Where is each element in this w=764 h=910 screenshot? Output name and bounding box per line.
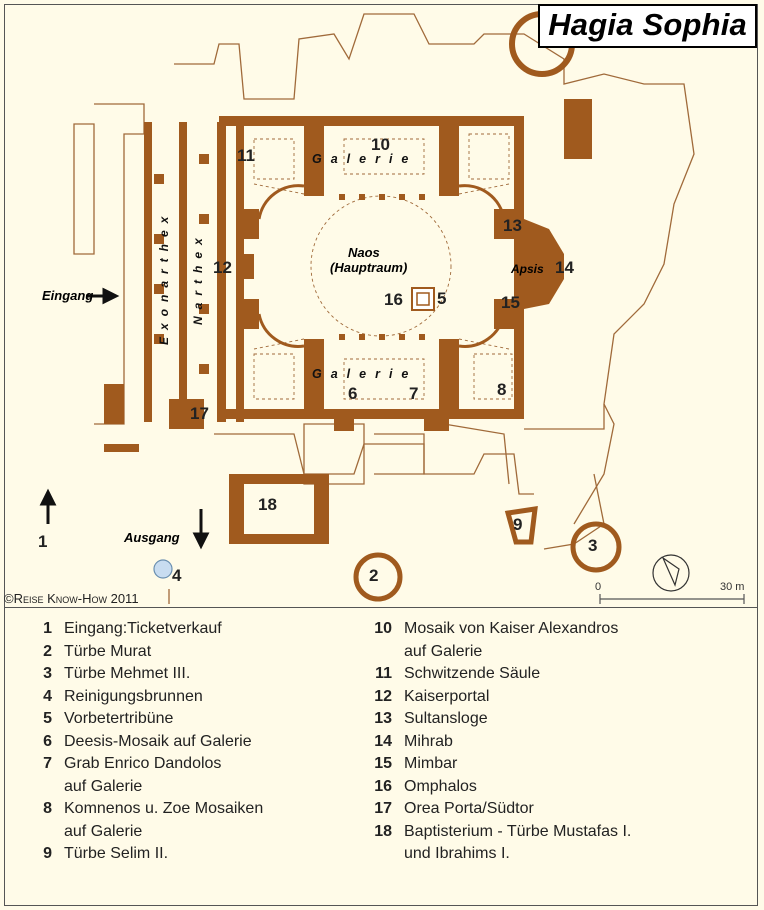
label-galerie-north: Galerie: [312, 152, 418, 166]
marker-13: 13: [503, 216, 522, 235]
legend-item-number: 12: [374, 687, 392, 705]
marker-10: 10: [371, 135, 390, 154]
marker-5: 5: [437, 289, 447, 308]
legend-item-text: Sultansloge: [404, 710, 488, 727]
label-naos: Naos: [348, 245, 380, 260]
legend-item-number: 15: [374, 755, 392, 772]
marker-4: 4: [172, 566, 182, 585]
legend-item: 18 Baptisterium - Türbe Mustafas I. und I…: [360, 821, 631, 866]
legend-item-number: 8: [43, 800, 52, 817]
legend-item-number: 3: [43, 665, 52, 682]
marker-9: 9: [513, 515, 523, 534]
legend-item-text: Eingang:Ticketverkauf: [64, 620, 222, 637]
legend-right-column: 10 Mosaik von Kaiser Alexandros auf Galer…: [360, 618, 631, 866]
legend-item-text: Reinigungsbrunnen: [64, 687, 203, 705]
legend-item: 1 Eingang:Ticketverkauf: [20, 618, 263, 641]
legend-item: 5 Vorbetertribüne: [20, 708, 263, 731]
legend-item-number: 13: [374, 710, 392, 727]
legend-item-text: Türbe Murat: [64, 642, 152, 660]
marker-3: 3: [588, 536, 598, 555]
legend-item-text: Mihrab: [404, 732, 453, 750]
legend-item: 8 Komnenos u. Zoe Mosaiken auf Galerie: [20, 798, 263, 843]
marker-8: 8: [497, 380, 507, 399]
legend-item: 17 Orea Porta/Südtor: [360, 798, 631, 821]
legend-item-text: Mimbar: [404, 755, 458, 772]
legend-item: 4 Reinigungsbrunnen: [20, 686, 263, 709]
marker-16: 16: [384, 290, 403, 309]
copyright-year: 2011: [110, 591, 139, 606]
legend-item: 16 Omphalos: [360, 776, 631, 799]
label-narthex: Narthex: [191, 231, 205, 325]
legend-item-number: 4: [43, 687, 52, 705]
legend-item-text: Orea Porta/Südtor: [404, 800, 534, 817]
marker-17: 17: [190, 404, 209, 423]
legend-item-number: 2: [43, 642, 52, 660]
legend-item-text: Vorbetertribüne: [64, 710, 174, 727]
legend-item: 12 Kaiserportal: [360, 686, 631, 709]
legend-item-number: 7: [43, 755, 52, 772]
legend-item: 9 Türbe Selim II.: [20, 843, 263, 866]
copyright: ©Reise Know-How 2011: [4, 591, 139, 606]
legend-item-number: 11: [375, 665, 392, 682]
label-ausgang: Ausgang: [124, 530, 180, 545]
marker-6: 6: [348, 384, 358, 403]
map-frame: [4, 4, 758, 906]
legend-item: 6 Deesis-Mosaik auf Galerie: [20, 731, 263, 754]
legend-item-text: Grab Enrico Dandolos auf Galerie: [64, 755, 222, 795]
legend-item-number: 10: [374, 620, 392, 637]
legend-item-number: 14: [374, 732, 392, 750]
legend-item-text: Baptisterium - Türbe Mustafas I. und Ibr…: [404, 822, 632, 863]
legend-item: 2 Türbe Murat: [20, 641, 263, 664]
floor-plan: [39, 11, 745, 604]
copyright-holder: ©Reise Know-How: [4, 591, 107, 606]
legend-item: 7 Grab Enrico Dandolos auf Galerie: [20, 753, 263, 798]
legend-item-text: Türbe Selim II.: [64, 845, 169, 862]
marker-2: 2: [369, 566, 379, 585]
scale-end: 30 m: [720, 581, 745, 593]
legend-item-text: Komnenos u. Zoe Mosaiken auf Galerie: [64, 800, 264, 840]
marker-18: 18: [258, 495, 277, 514]
legend-item: 14 Mihrab: [360, 731, 631, 754]
legend-item: 11 Schwitzende Säule: [360, 663, 631, 686]
legend-item-number: 18: [374, 822, 392, 840]
marker-12: 12: [213, 258, 232, 277]
label-eingang: Eingang: [42, 288, 94, 303]
legend-item: 13 Sultansloge: [360, 708, 631, 731]
marker-7: 7: [409, 384, 419, 403]
label-exonarthex: Exonarthex: [157, 209, 171, 345]
label-hauptraum: (Hauptraum): [330, 260, 408, 275]
scale-start: 0: [595, 581, 602, 593]
legend-item-number: 1: [43, 620, 52, 637]
marker-14: 14: [555, 258, 574, 277]
legend-divider: [4, 607, 758, 608]
marker-1: 1: [38, 532, 48, 551]
legend-item: 3 Türbe Mehmet III.: [20, 663, 263, 686]
map-title: Hagia Sophia: [538, 4, 757, 48]
legend-item: 15 Mimbar: [360, 753, 631, 776]
legend-item-text: Schwitzende Säule: [404, 665, 541, 682]
legend-item-text: Omphalos: [404, 777, 477, 795]
marker-15: 15: [501, 293, 520, 312]
label-apsis: Apsis: [511, 262, 544, 276]
legend-item-number: 6: [43, 732, 52, 750]
legend-item: 10 Mosaik von Kaiser Alexandros auf Galer…: [360, 618, 631, 663]
legend-item-number: 16: [374, 777, 392, 795]
legend-item-number: 17: [374, 800, 392, 817]
label-galerie-south: Galerie: [312, 367, 418, 381]
legend-item-number: 9: [43, 845, 52, 862]
legend-item-text: Mosaik von Kaiser Alexandros auf Galerie: [404, 620, 619, 660]
marker-11: 11: [237, 146, 255, 165]
legend-item-text: Türbe Mehmet III.: [64, 665, 191, 682]
legend-item-text: Kaiserportal: [404, 687, 490, 705]
legend-item-text: Deesis-Mosaik auf Galerie: [64, 732, 252, 750]
legend-item-number: 5: [43, 710, 52, 727]
